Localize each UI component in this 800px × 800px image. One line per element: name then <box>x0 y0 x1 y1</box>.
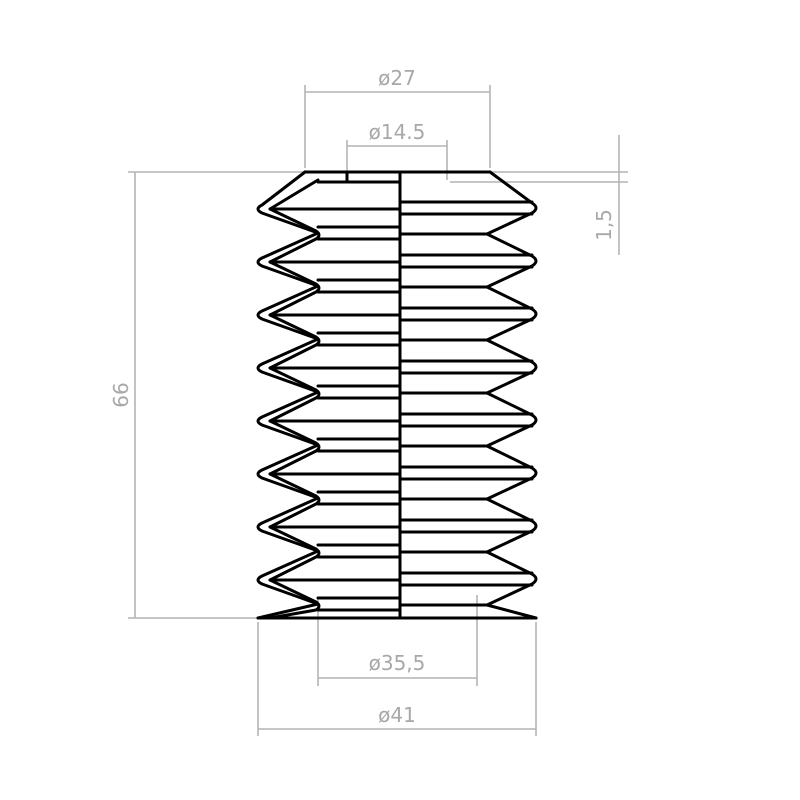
dim-bottom-outer-diameter: ø41 <box>378 703 416 727</box>
dimension-lines <box>128 85 628 736</box>
dim-top-inner-diameter: ø14.5 <box>369 120 426 144</box>
bellows-outline <box>256 170 538 620</box>
dim-height: 66 <box>109 382 133 407</box>
dim-bottom-inner-diameter: ø35,5 <box>369 651 426 675</box>
left-outer-profile <box>256 170 320 620</box>
dim-wall-thickness: 1,5 <box>592 209 616 241</box>
left-inner-profile <box>268 178 321 620</box>
dim-top-outer-diameter: ø27 <box>378 66 416 90</box>
right-profile <box>485 170 538 620</box>
